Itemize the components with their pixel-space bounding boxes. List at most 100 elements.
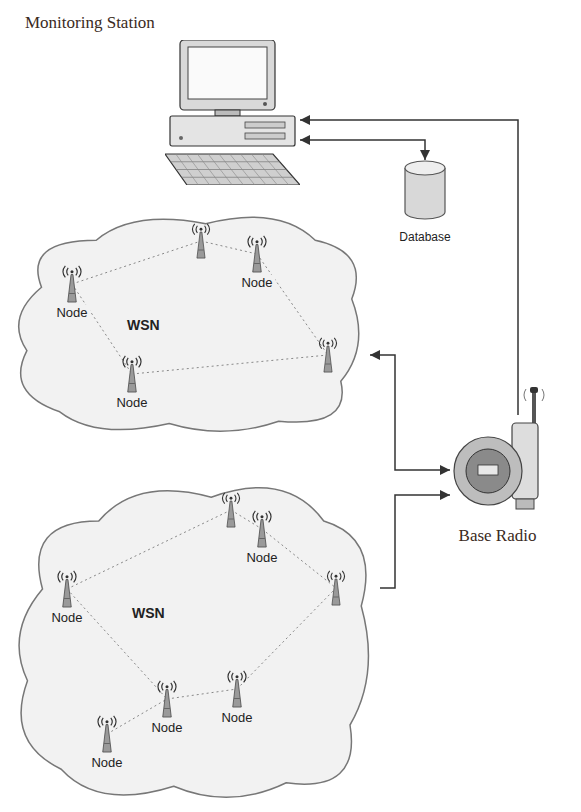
antenna-mast [128, 365, 137, 393]
antenna-mast [68, 275, 77, 303]
antenna-icon [55, 570, 79, 608]
mesh-link [72, 241, 201, 284]
computer-icon [165, 40, 300, 185]
radio-wave [127, 358, 128, 366]
power-light [263, 102, 267, 106]
mesh-link [257, 254, 328, 355]
radio-wave [162, 683, 163, 691]
monitor-neck [215, 110, 240, 116]
radio-wave [192, 224, 194, 235]
antenna-tip [335, 575, 338, 578]
rod-cap [530, 387, 538, 393]
radio-wave [123, 356, 125, 367]
drive-slot [245, 133, 285, 139]
radio-wave [136, 358, 137, 366]
sensor-node: Node [235, 235, 279, 293]
cloud-shape [19, 488, 368, 798]
radio-wave [71, 573, 72, 581]
base-radio: Base Radio [450, 415, 545, 550]
radio-wave [264, 236, 266, 247]
mast-band [69, 293, 75, 294]
mesh-link [132, 355, 328, 374]
cloud-shape [19, 217, 359, 431]
node-label: WSN [125, 317, 162, 333]
antenna-mast [253, 245, 262, 273]
mesh-link [231, 510, 262, 529]
radio-wave [331, 573, 332, 580]
radio-wave [253, 511, 255, 522]
radio-wave [79, 266, 81, 277]
mast-band [254, 263, 260, 264]
antenna-tip [327, 342, 330, 345]
database-node: Database [380, 160, 470, 255]
antenna-tip [65, 575, 68, 578]
radio-wave [139, 356, 141, 367]
mast-band [129, 383, 135, 384]
connector-arrow [300, 140, 425, 160]
cloud-outline [5, 205, 370, 440]
sensor-node: Node [240, 510, 284, 568]
antenna-tip [165, 685, 168, 688]
mast-band [164, 708, 170, 709]
antenna-mast [197, 232, 205, 258]
antenna-tip [105, 720, 108, 723]
radio-wave [222, 493, 224, 504]
antenna-icon [245, 235, 269, 273]
radio-wave [257, 513, 258, 521]
radio-wave [261, 238, 262, 246]
radio-wave [269, 511, 271, 522]
radio-wave [235, 495, 236, 502]
radio-wave [102, 718, 103, 726]
radio-wave [244, 671, 246, 682]
radio-wave [171, 683, 172, 691]
radio-wave [342, 571, 344, 582]
antenna-mast [63, 580, 72, 608]
radio-wave [67, 268, 68, 276]
radio-wave [98, 716, 100, 727]
radio-wave [62, 573, 63, 581]
cloud-outline [5, 470, 380, 810]
radio-wave [111, 718, 112, 726]
key-column [230, 154, 255, 185]
node-label: Node [114, 395, 149, 410]
antenna-icon [120, 355, 144, 393]
key-column [251, 154, 277, 185]
antenna-mast [163, 690, 172, 718]
radio-wave [241, 673, 242, 681]
radio-wave [542, 389, 544, 401]
cylinder-body [405, 168, 445, 219]
antenna-tip [235, 675, 238, 678]
radio-wave [228, 671, 230, 682]
node-label: WSN [130, 605, 167, 621]
key-column [219, 154, 244, 185]
antenna-icon [95, 715, 119, 753]
monitor-screen [188, 47, 267, 99]
wsn-cloud: WSNNodeNodeNode [5, 205, 370, 440]
antenna-icon [220, 492, 242, 528]
radio-wave [237, 493, 239, 504]
antenna-tip [70, 270, 73, 273]
key-column [208, 154, 232, 185]
antenna-mast [233, 680, 242, 708]
mast-band [234, 698, 240, 699]
mesh-link [167, 689, 237, 699]
antenna-icon [325, 570, 347, 606]
radio-wave [158, 681, 160, 692]
mesh-links [5, 205, 370, 440]
radio-wave [76, 268, 77, 276]
sensor-node: Node [110, 355, 154, 413]
radio-wave [332, 340, 333, 347]
cylinder-top [405, 161, 445, 175]
radio-wave [232, 673, 233, 681]
mast-band [325, 364, 330, 365]
antenna-tip [255, 240, 258, 243]
radio-fitting [516, 499, 534, 509]
radio-wave [58, 571, 60, 582]
mesh-link [67, 589, 167, 699]
mast-band [64, 598, 70, 599]
node-label: Node [89, 755, 124, 770]
antenna-icon [317, 337, 339, 373]
mast-band [259, 538, 265, 539]
radio-rod [532, 391, 536, 423]
monitor-bezel [180, 40, 275, 110]
